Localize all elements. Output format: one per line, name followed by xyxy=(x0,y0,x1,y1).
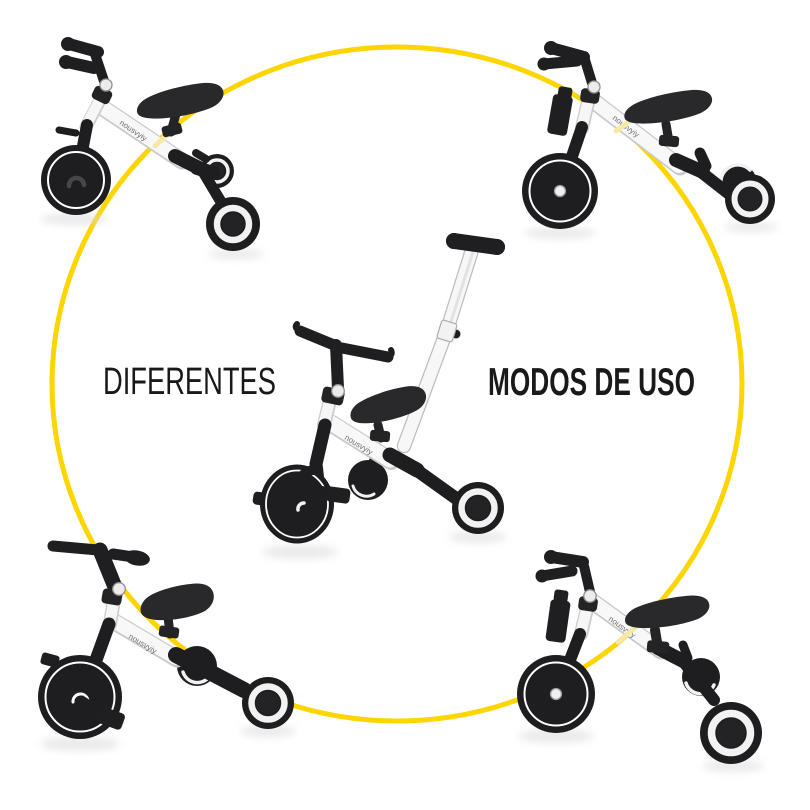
svg-text:DIFERENTES: DIFERENTES xyxy=(103,361,276,403)
svg-text:MODOS DE USO: MODOS DE USO xyxy=(488,361,695,404)
